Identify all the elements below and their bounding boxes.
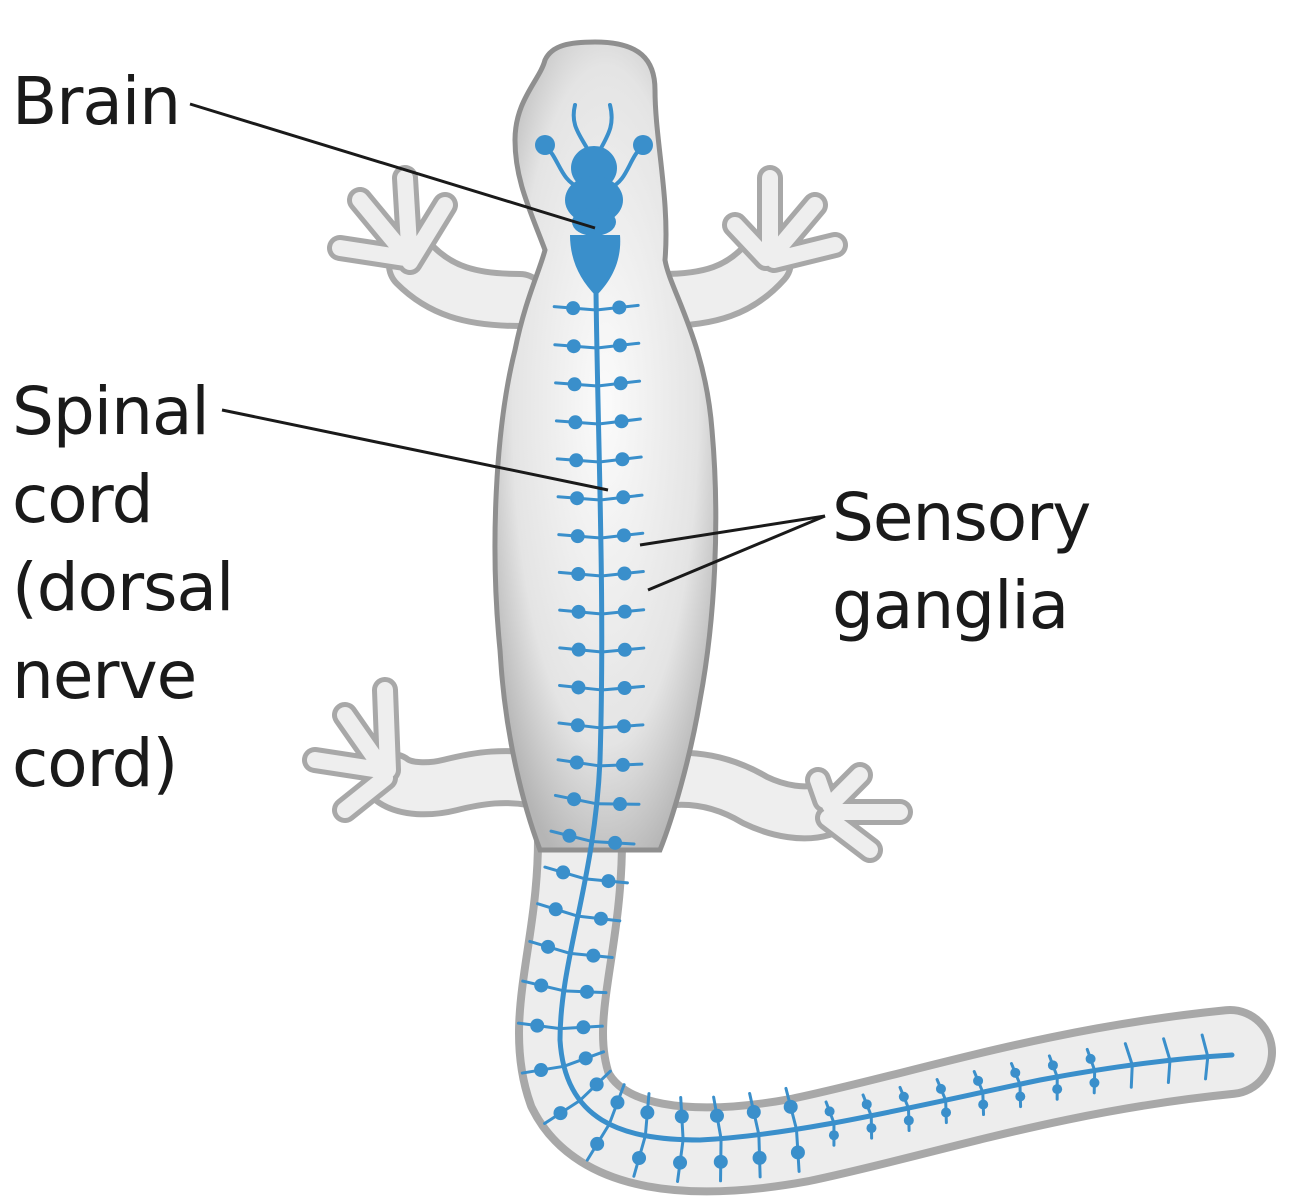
sensory-ganglion-dot: [747, 1105, 761, 1119]
sensory-ganglion-dot: [673, 1156, 687, 1170]
sensory-ganglion-dot: [618, 643, 632, 657]
sensory-ganglion-dot: [675, 1110, 689, 1124]
sensory-ganglia-label-line: ganglia: [832, 562, 1090, 650]
sensory-ganglion-dot: [791, 1145, 805, 1159]
sensory-ganglion-dot: [534, 1063, 548, 1077]
sensory-ganglion-dot: [614, 376, 628, 390]
spinal-nerve: [1168, 1060, 1170, 1082]
sensory-ganglion-dot: [714, 1155, 728, 1169]
sensory-ganglion-dot: [570, 491, 584, 505]
spinal-cord-label-line: Spinal: [12, 368, 233, 456]
sensory-ganglion-dot: [590, 1077, 604, 1091]
brain-label: Brain: [12, 58, 180, 146]
sensory-ganglion-dot: [1048, 1060, 1058, 1070]
sensory-ganglion-dot: [576, 1020, 590, 1034]
salamander-tail: [561, 840, 1230, 1149]
sensory-ganglion-dot: [530, 1019, 544, 1033]
sensory-ganglion-dot: [618, 681, 632, 695]
sensory-ganglion-dot: [904, 1115, 914, 1125]
sensory-ganglion-dot: [617, 566, 631, 580]
sensory-ganglia-label-line: Sensory: [832, 474, 1090, 562]
spinal-nerve: [1131, 1065, 1132, 1087]
sensory-ganglion-dot: [632, 1151, 646, 1165]
sensory-ganglion-dot: [753, 1151, 767, 1165]
sensory-ganglion-dot: [616, 758, 630, 772]
sensory-ganglion-dot: [899, 1092, 909, 1102]
sensory-ganglion-dot: [571, 718, 585, 732]
sensory-ganglion-dot: [615, 414, 629, 428]
sensory-ganglion-dot: [862, 1099, 872, 1109]
sensory-ganglion-dot: [613, 797, 627, 811]
sensory-ganglion-dot: [618, 605, 632, 619]
sensory-ganglion-dot: [710, 1109, 724, 1123]
sensory-ganglion-dot: [973, 1076, 983, 1086]
sensory-ganglion-dot: [1089, 1078, 1099, 1088]
sensory-ganglion-dot: [549, 902, 563, 916]
sensory-ganglion-dot: [568, 377, 582, 391]
sensory-ganglion-dot: [579, 1051, 593, 1065]
spinal-cord-label-line: cord): [12, 720, 233, 808]
sensory-ganglia-label: Sensory ganglia: [832, 474, 1090, 650]
brain-label-text: Brain: [12, 58, 180, 146]
sensory-ganglion-dot: [613, 338, 627, 352]
sensory-ganglion-dot: [612, 300, 626, 314]
spinal-cord-label-line: cord: [12, 456, 233, 544]
sensory-ganglion-dot: [566, 301, 580, 315]
sensory-ganglion-dot: [941, 1108, 951, 1118]
spinal-cord-label-line: nerve: [12, 632, 233, 720]
sensory-ganglion-dot: [615, 452, 629, 466]
sensory-ganglion-dot: [601, 874, 615, 888]
sensory-ganglion-dot: [936, 1084, 946, 1094]
sensory-ganglion-dot: [541, 940, 555, 954]
sensory-ganglion-dot: [572, 643, 586, 657]
sensory-ganglion-dot: [866, 1123, 876, 1133]
sensory-ganglion-dot: [1086, 1054, 1096, 1064]
sensory-ganglion-dot: [571, 680, 585, 694]
sensory-ganglion-dot: [553, 1106, 567, 1120]
sensory-ganglion-dot: [1015, 1092, 1025, 1102]
sensory-ganglion-dot: [1052, 1084, 1062, 1094]
sensory-ganglion-dot: [556, 865, 570, 879]
sensory-ganglion-dot: [534, 978, 548, 992]
spinal-cord-label-line: (dorsal: [12, 544, 233, 632]
sensory-ganglion-dot: [567, 339, 581, 353]
sensory-ganglion-dot: [590, 1137, 604, 1151]
sensory-ganglion-dot: [568, 415, 582, 429]
sensory-ganglion-dot: [569, 453, 583, 467]
front-right-limb: [662, 178, 835, 300]
sensory-ganglion-dot: [640, 1106, 654, 1120]
sensory-ganglion-dot: [829, 1130, 839, 1140]
sensory-ganglion-dot: [784, 1100, 798, 1114]
sensory-ganglion-dot: [562, 829, 576, 843]
sensory-ganglion-dot: [570, 756, 584, 770]
sensory-ganglion-dot: [617, 528, 631, 542]
sensory-ganglion-dot: [610, 1095, 624, 1109]
sensory-ganglion-dot: [978, 1099, 988, 1109]
sensory-ganglion-dot: [567, 792, 581, 806]
sensory-ganglion-dot: [572, 605, 586, 619]
sensory-ganglion-dot: [1010, 1068, 1020, 1078]
sensory-ganglion-dot: [571, 567, 585, 581]
sensory-ganglion-dot: [586, 949, 600, 963]
sensory-ganglion-dot: [580, 985, 594, 999]
sensory-ganglion-dot: [825, 1106, 835, 1116]
sensory-ganglion-dot: [616, 490, 630, 504]
sensory-ganglion-dot: [617, 719, 631, 733]
sensory-ganglion-dot: [608, 836, 622, 850]
sensory-ganglion-dot: [571, 529, 585, 543]
spinal-cord-label: Spinal cord (dorsal nerve cord): [12, 368, 233, 808]
sensory-ganglion-dot: [594, 912, 608, 926]
